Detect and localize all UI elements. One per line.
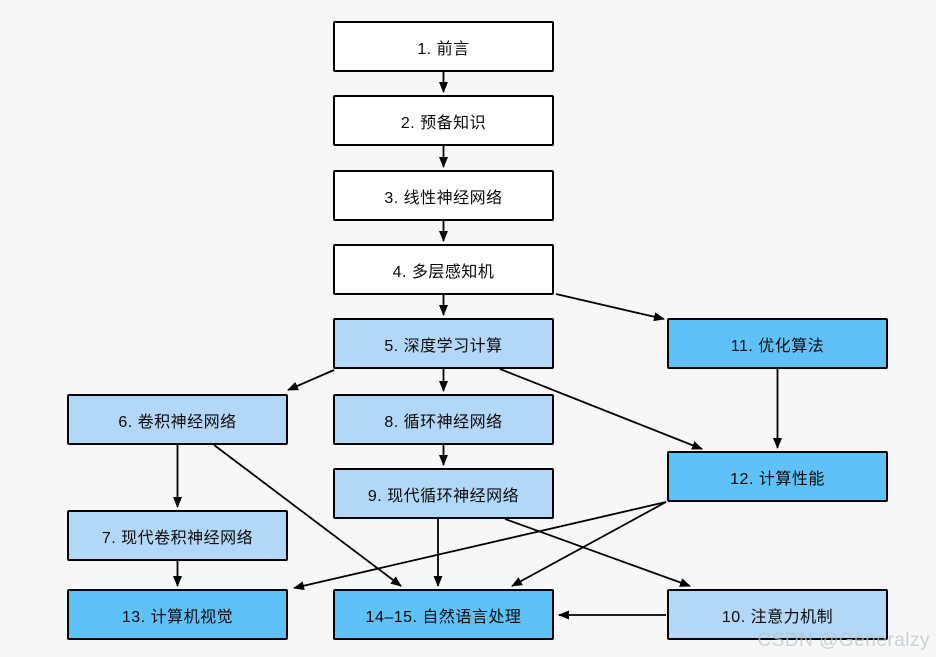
node-11-optimization: 11. 优化算法 — [667, 318, 888, 369]
node-2-preliminaries: 2. 预备知识 — [333, 95, 554, 146]
arrow-4-to-11 — [555, 293, 665, 322]
node-3-linear-networks: 3. 线性神经网络 — [333, 170, 554, 221]
arrow-5-to-6 — [287, 369, 335, 391]
node-5-dl-computation: 5. 深度学习计算 — [333, 318, 554, 369]
node-4-mlp: 4. 多层感知机 — [333, 244, 554, 295]
node-6-cnn: 6. 卷积神经网络 — [67, 394, 288, 445]
node-12-performance: 12. 计算性能 — [667, 451, 888, 502]
node-13-computer-vision: 13. 计算机视觉 — [67, 589, 288, 640]
node-10-attention: 10. 注意力机制 — [667, 589, 888, 640]
node-8-rnn: 8. 循环神经网络 — [333, 394, 554, 445]
arrow-12-to-14-15 — [511, 501, 667, 587]
node-9-modern-rnn: 9. 现代循环神经网络 — [333, 468, 554, 519]
node-1-preface: 1. 前言 — [333, 21, 554, 72]
arrow-5-to-12 — [499, 368, 703, 450]
arrow-6-to-14-15 — [213, 444, 402, 587]
node-7-modern-cnn: 7. 现代卷积神经网络 — [67, 510, 288, 561]
arrow-9-to-10 — [504, 518, 691, 587]
arrow-12-to-13 — [293, 501, 667, 591]
node-14-15-nlp: 14–15. 自然语言处理 — [333, 589, 554, 640]
